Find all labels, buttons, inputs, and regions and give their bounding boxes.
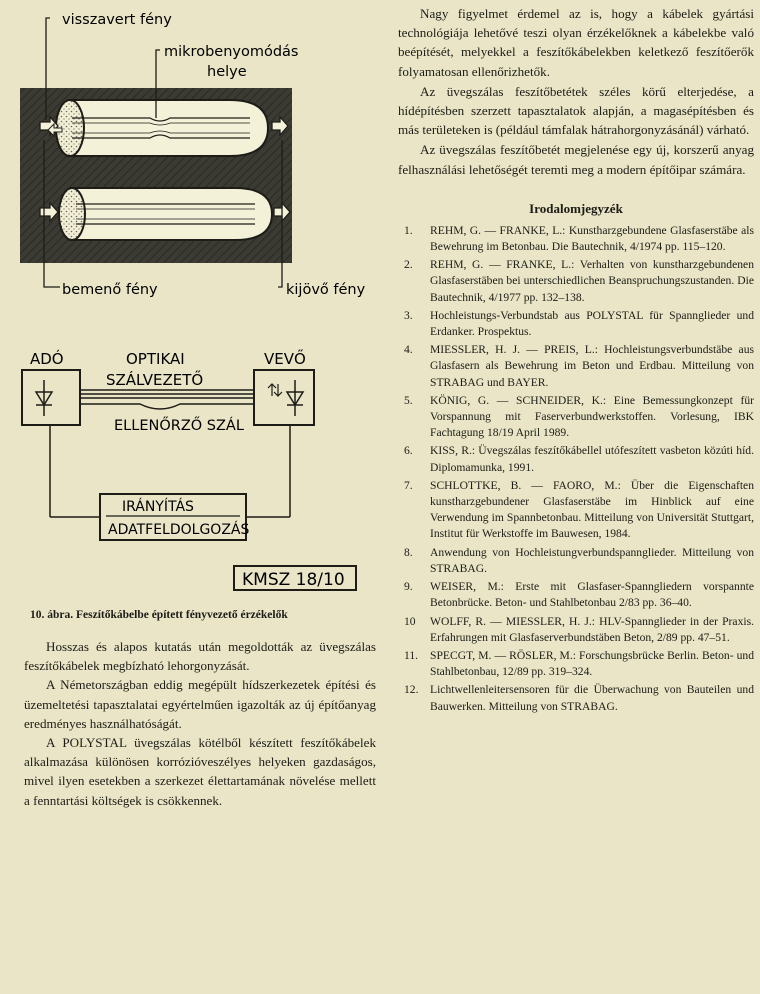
reference-number: 2. <box>404 258 413 272</box>
reference-text: Lichtwellenleitersensoren für die Überwa… <box>430 683 754 713</box>
label-input-light: bemenő fény <box>62 282 158 298</box>
reference-text: WEISER, M.: Erste mit Glasfaser-Spanngli… <box>430 580 754 610</box>
reference-item: 9. WEISER, M.: Erste mit Glasfaser-Spanng… <box>398 579 754 611</box>
control-fiber-line <box>80 403 254 410</box>
reference-number: 10 <box>404 614 416 628</box>
transmitter-diode-icon <box>34 391 54 407</box>
label-control-fiber: ELLENŐRZŐ SZÁL <box>114 416 244 434</box>
reference-text: REHM, G. — FRANKE, L.: Kunstharzgebunden… <box>430 223 754 254</box>
reference-text: Hochleistungs-Verbundstab aus POLYSTAL f… <box>430 308 754 339</box>
fiber-sensor-diagram <box>20 17 292 288</box>
paragraph: Az üvegszálas feszítőbetétek széles körű… <box>398 83 754 138</box>
output-arrow-upper <box>271 115 289 137</box>
reference-item: 11. SPECGT, M. — RÖSLER, M.: Forschungsbr… <box>398 648 754 680</box>
reference-text: WOLFF, R. — MIESSLER, H. J.: HLV-Spanngl… <box>430 614 754 644</box>
reference-text: KISS, R.: Üvegszálas feszítőkábellel utó… <box>430 444 754 474</box>
reference-number: 9. <box>404 580 413 594</box>
left-text-body: Hosszas és alapos kutatás után megoldott… <box>24 637 376 810</box>
reference-number: 4. <box>404 343 413 357</box>
reference-text: SCHLOTTKE, B. — FAORO, M.: Über die Eige… <box>430 478 754 541</box>
lower-cable <box>58 187 274 241</box>
label-receiver: VEVŐ <box>264 348 306 368</box>
reference-item: 12. Lichtwellenleitersensoren für die Übe… <box>398 682 754 714</box>
reference-number: 6. <box>404 444 413 458</box>
reflected-arrow <box>47 122 63 138</box>
control-box <box>99 493 247 541</box>
reference-text: KÖNIG, G. — SCHNEIDER, K.: Eine Bemessun… <box>430 393 754 440</box>
reference-item: 7. SCHLOTTKE, B. — FAORO, M.: Über die Ei… <box>398 478 754 543</box>
paragraph: A POLYSTAL üvegszálas kötélből készített… <box>24 735 376 808</box>
receiver-diode-icon <box>285 391 305 407</box>
stamp-box <box>233 565 357 591</box>
right-column: Nagy figyelmet érdemel az is, hogy a káb… <box>398 4 754 717</box>
label-output-light: kijövő fény <box>286 282 366 298</box>
label-microbend-place: helye <box>207 64 247 80</box>
label-data-processing: ADATFELDOLGOZÁS <box>108 521 249 538</box>
left-column: visszavert fény mikrobenyomódás helye be… <box>10 0 380 994</box>
label-control: IRÁNYÍTÁS <box>122 498 194 515</box>
reference-text: SPECGT, M. — RÖSLER, M.: Forschungsbrück… <box>430 648 754 679</box>
light-arrows-icon <box>267 383 283 397</box>
paragraph: Nagy figyelmet érdemel az is, hogy a káb… <box>398 6 754 79</box>
references-title: Irodalomjegyzék <box>529 200 623 216</box>
label-fiber-guide: SZÁLVEZETŐ <box>106 369 203 389</box>
reference-item: 6. KISS, R.: Üvegszálas feszítőkábellel u… <box>398 443 754 475</box>
reference-text: Anwendung von Hochleistungverbundspanngl… <box>430 545 754 575</box>
paragraph: Hosszas és alapos kutatás után megoldott… <box>24 639 376 674</box>
measurement-system-diagram <box>21 369 357 591</box>
stamp-text: KMSZ 18/10 <box>242 570 345 590</box>
reference-item: 3. Hochleistungs-Verbundstab aus POLYSTAL… <box>398 308 754 340</box>
reference-item: 1. REHM, G. — FRANKE, L.: Kunstharzgebund… <box>398 223 754 255</box>
reference-item: 5. KÖNIG, G. — SCHNEIDER, K.: Eine Bemess… <box>398 393 754 442</box>
paragraph: A Németországban eddig megépült hídszerk… <box>24 677 376 731</box>
paragraph: Az üvegszálas feszítőbetét megjelenése e… <box>398 142 754 177</box>
reference-item: 10 WOLFF, R. — MIESSLER, H. J.: HLV-Spann… <box>398 614 754 646</box>
reference-number: 1. <box>404 223 413 237</box>
input-arrow-lower <box>39 201 59 223</box>
reference-number: 5. <box>404 393 413 407</box>
reference-number: 7. <box>404 478 413 492</box>
figure-caption: 10. ábra. Feszítőkábelbe épített fényvez… <box>30 609 288 621</box>
reference-number: 8. <box>404 545 413 559</box>
reference-text: MIESSLER, H. J. — PREIS, L.: Hochleistun… <box>430 343 754 389</box>
reference-item: 2. REHM, G. — FRANKE, L.: Verhalten von k… <box>398 257 754 306</box>
reference-number: 12. <box>404 683 419 697</box>
label-microbend: mikrobenyomódás <box>164 44 298 60</box>
figure-10: visszavert fény mikrobenyomódás helye be… <box>20 12 366 591</box>
label-optical: OPTIKAI <box>126 350 185 368</box>
reference-item: 4. MIESSLER, H. J. — PREIS, L.: Hochleist… <box>398 342 754 391</box>
reference-number: 3. <box>404 308 413 322</box>
reference-number: 11. <box>404 648 419 662</box>
transmitter-box <box>21 369 81 426</box>
reference-item: 8. Anwendung von Hochleistungverbundspann… <box>398 545 754 577</box>
receiver-box <box>253 369 315 426</box>
references-list: 1. REHM, G. — FRANKE, L.: Kunstharzgebund… <box>398 223 754 715</box>
upper-cable <box>55 99 270 157</box>
reference-text: REHM, G. — FRANKE, L.: Verhalten von kun… <box>430 258 754 304</box>
label-reflected-light: visszavert fény <box>62 12 172 28</box>
label-transmitter: ADÓ <box>30 349 64 368</box>
